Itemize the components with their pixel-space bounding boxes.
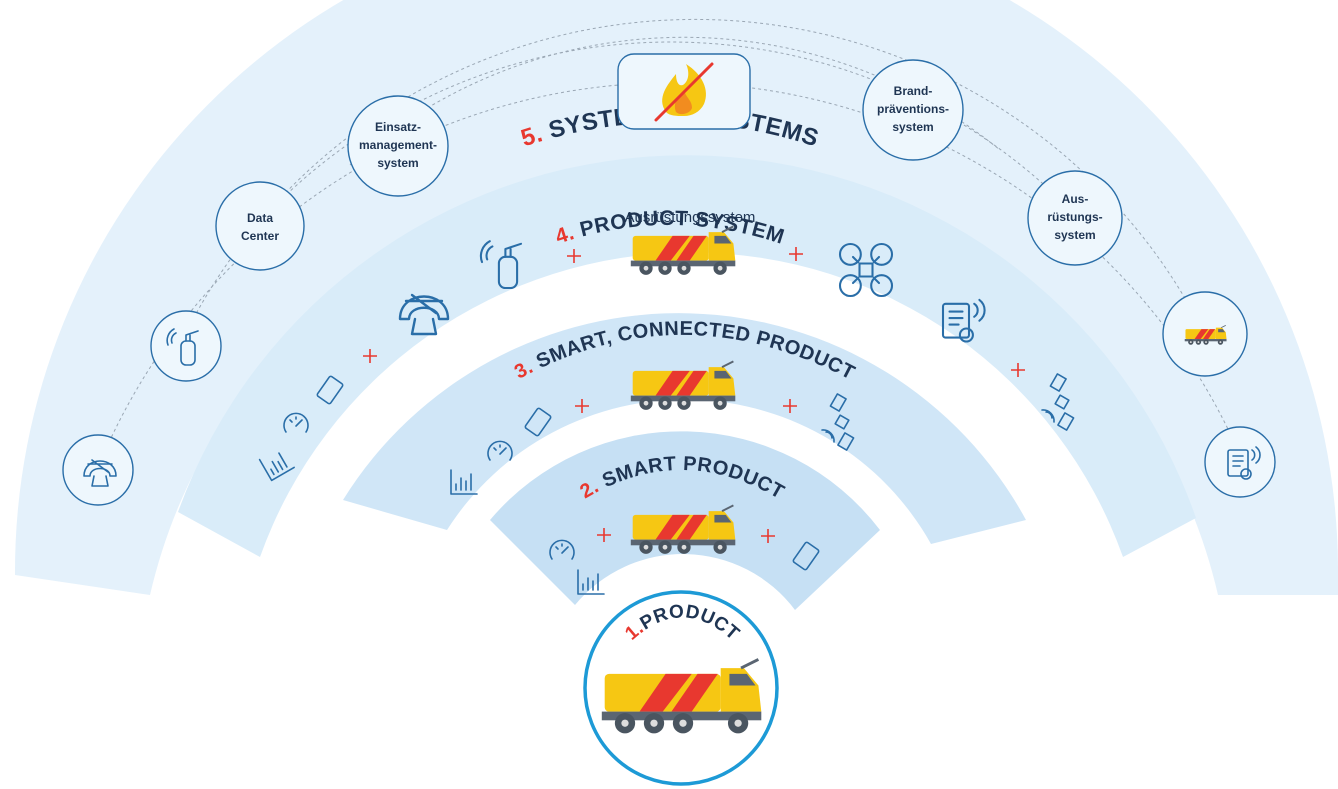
fire-truck-icon: [1162, 291, 1248, 377]
node-einsatzmanagementsystem: Einsatz- management- system: [347, 95, 449, 197]
svg-text:system: system: [377, 156, 418, 170]
band-system-of-systems: [14, 0, 1338, 595]
node-ausruestungssystem: Aus- rüstungs- system: [1027, 170, 1123, 266]
svg-text:Einsatz-: Einsatz-: [375, 120, 421, 134]
svg-text:Aus-: Aus-: [1062, 192, 1089, 206]
no-fire-icon: [654, 62, 714, 122]
svg-text:rüstungs-: rüstungs-: [1047, 210, 1102, 224]
svg-text:Data: Data: [247, 211, 273, 225]
extinguisher-icon: [150, 310, 222, 382]
band-smart-connected-product: [343, 313, 1026, 544]
node-data-center: Data Center: [215, 181, 305, 271]
svg-text:präventions-: präventions-: [877, 102, 949, 116]
svg-text:Brand-: Brand-: [894, 84, 933, 98]
certificate-icon: [1204, 426, 1276, 498]
svg-text:system: system: [892, 120, 933, 134]
svg-text:Center: Center: [241, 229, 279, 243]
node-brandpraeventionssystem: Brand- präventions- system: [862, 59, 964, 161]
svg-text:management-: management-: [359, 138, 437, 152]
svg-text:system: system: [1054, 228, 1095, 242]
band-product-system: [178, 155, 1196, 558]
helmet-icon: [62, 434, 134, 506]
level4-subtitle: Ausrüstungssystem: [625, 209, 756, 226]
